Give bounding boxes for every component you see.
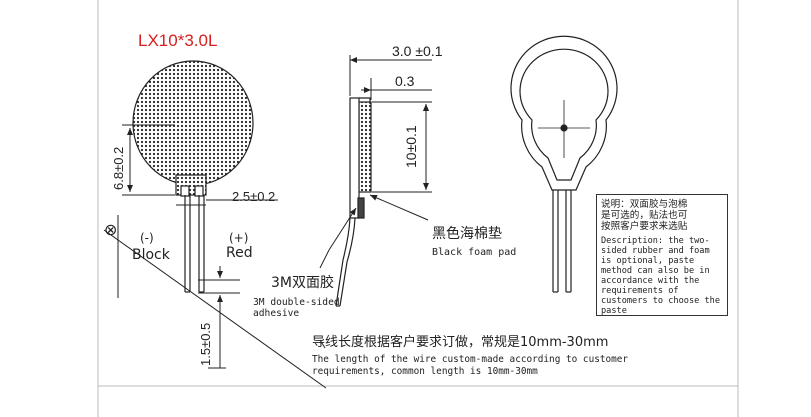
description-cn-line2: 是可选的，贴法也可 xyxy=(601,210,688,221)
red-wire-label: Red xyxy=(226,245,253,261)
strip-length-dimension: 1.5±0.5 xyxy=(198,322,213,366)
tab-height-dimension: 6.8±0.2 xyxy=(111,146,126,190)
tab-width-dimension: 2.5±0.2 xyxy=(232,189,276,204)
adhesive-label-en-line2: adhesive xyxy=(253,308,300,319)
wire-length-note-cn: 导线长度根据客户要求订做，常规是10mm-30mm xyxy=(312,335,609,350)
adhesive-label-cn: 3M双面胶 xyxy=(271,275,334,291)
adhesive-label-en-line1: 3M double-sided xyxy=(253,297,340,308)
foam-pad-label-en: Black foam pad xyxy=(432,247,517,258)
foam-pad-label-cn: 黑色海棉垫 xyxy=(432,226,502,242)
model-title: LX10*3.0L xyxy=(138,31,218,50)
wire-length-note-en-line2: requirements, common length is 10mm-30mm xyxy=(312,366,538,377)
wire-length-note-en-line1: The length of the wire custom-made accor… xyxy=(312,354,629,365)
description-box xyxy=(596,194,728,316)
side-dimensions xyxy=(319,55,432,349)
front-view xyxy=(132,60,254,293)
total-thickness-dimension: 3.0 ±0.1 xyxy=(392,43,443,59)
diameter-dimension: 10±0.1 xyxy=(403,125,419,168)
diameter-symbol: ⊗ xyxy=(104,220,118,239)
black-wire-label: Block xyxy=(132,247,170,263)
description-cn-line1: 说明：双面胶与泡棉 xyxy=(601,199,688,210)
plate-thickness-dimension: 0.3 xyxy=(395,73,415,89)
description-en: Description: the two-sided rubber and fo… xyxy=(601,236,720,316)
front-dimensions xyxy=(103,124,327,389)
side-view xyxy=(335,97,372,307)
description-cn-line3: 按照客户要求来选贴 xyxy=(601,221,688,232)
black-wire-sign: (-) xyxy=(140,231,154,245)
page-frame xyxy=(97,0,739,417)
rear-view xyxy=(510,35,618,293)
red-wire-sign: (+) xyxy=(229,231,249,245)
